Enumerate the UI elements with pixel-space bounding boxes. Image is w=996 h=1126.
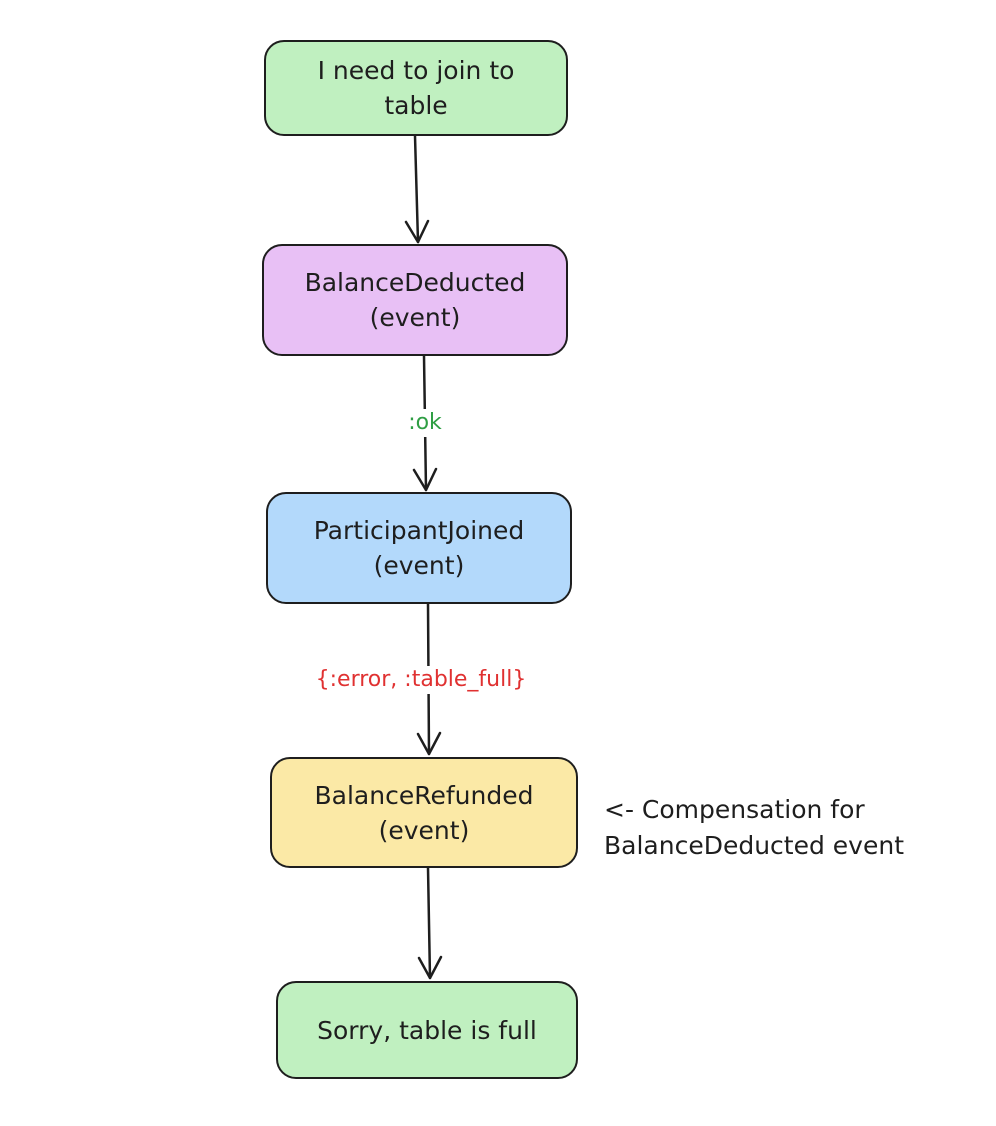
table-full-node: Sorry, table is full <box>276 981 578 1079</box>
arrowhead-2 <box>412 467 438 492</box>
arrowhead-3 <box>416 731 442 756</box>
balance-refunded-node: BalanceRefunded (event) <box>270 757 578 868</box>
ok-edge-label: :ok <box>398 409 452 437</box>
participant-joined-node: ParticipantJoined (event) <box>266 492 572 604</box>
compensation-annotation: <- Compensation for BalanceDeducted even… <box>604 795 904 860</box>
arrowhead-1 <box>404 219 430 244</box>
arrow-balance-refunded-to-table-full <box>426 866 432 980</box>
error-edge-label: {:error, :table_full} <box>280 666 562 694</box>
arrow-request-to-balance-deducted <box>413 134 420 244</box>
request-node: I need to join to table <box>264 40 568 136</box>
balance-deducted-node: BalanceDeducted (event) <box>262 244 568 356</box>
arrowhead-4 <box>417 955 443 980</box>
